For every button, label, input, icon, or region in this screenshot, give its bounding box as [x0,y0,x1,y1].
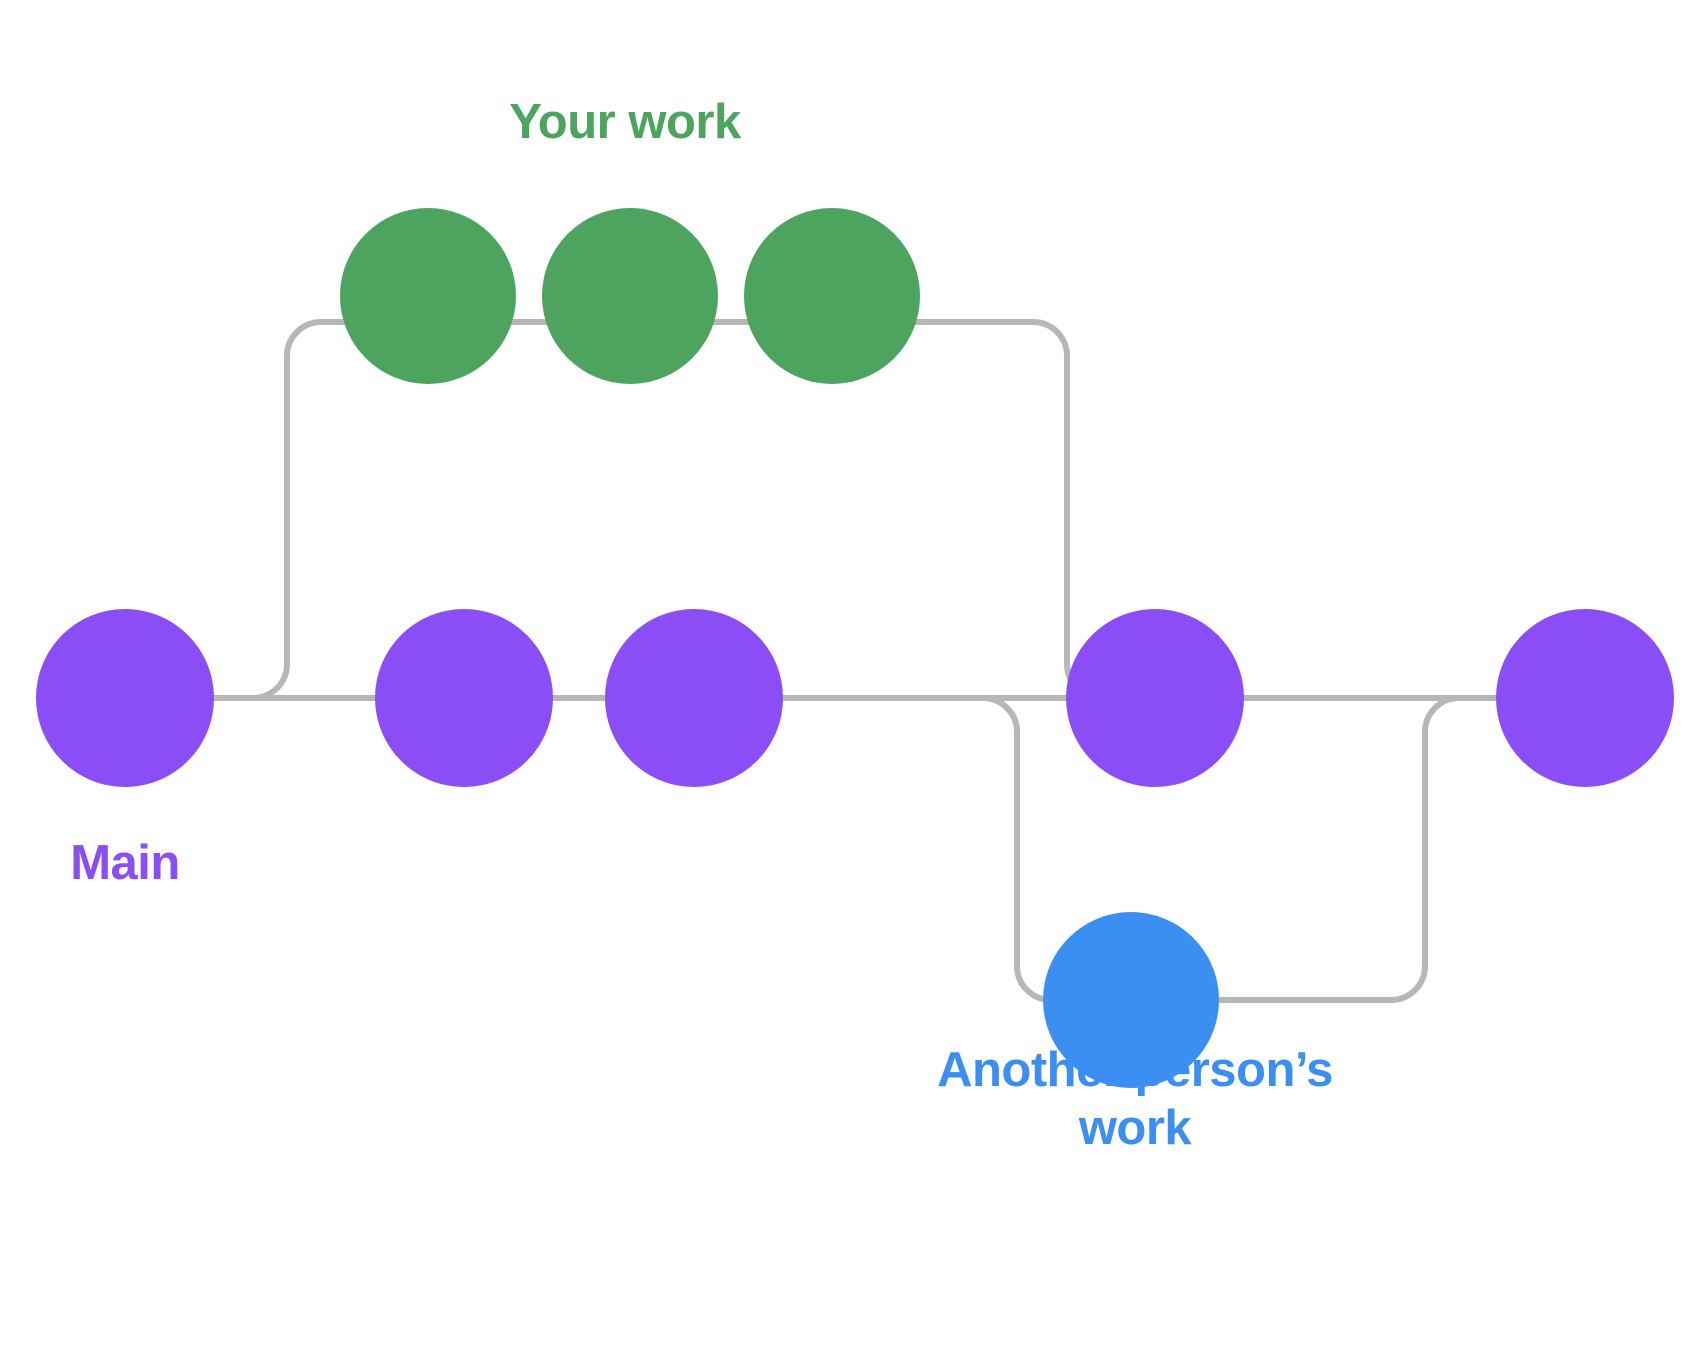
commit-node-main-4[interactable] [1066,609,1244,787]
commit-node-your-work-2[interactable] [542,208,718,384]
commit-node-main-5[interactable] [1496,609,1674,787]
edge-merge-other-person-to-main [1216,695,1503,1003]
commit-node-your-work-3[interactable] [744,208,920,384]
commit-node-main-2[interactable] [375,609,553,787]
edge-branch-main-to-your-work [202,319,361,701]
commit-node-main-1[interactable] [36,609,214,787]
branch-label-another-person-work: Another person’s work [937,1043,1333,1155]
commit-node-group [36,208,1674,1088]
commit-node-other-person-1[interactable] [1043,912,1219,1088]
edge-branch-main-to-other-person [781,695,1063,1003]
commit-node-main-3[interactable] [605,609,783,787]
branch-label-your-work: Your work [509,95,741,149]
branch-label-main: Main [70,836,180,890]
commit-node-your-work-1[interactable] [340,208,516,384]
